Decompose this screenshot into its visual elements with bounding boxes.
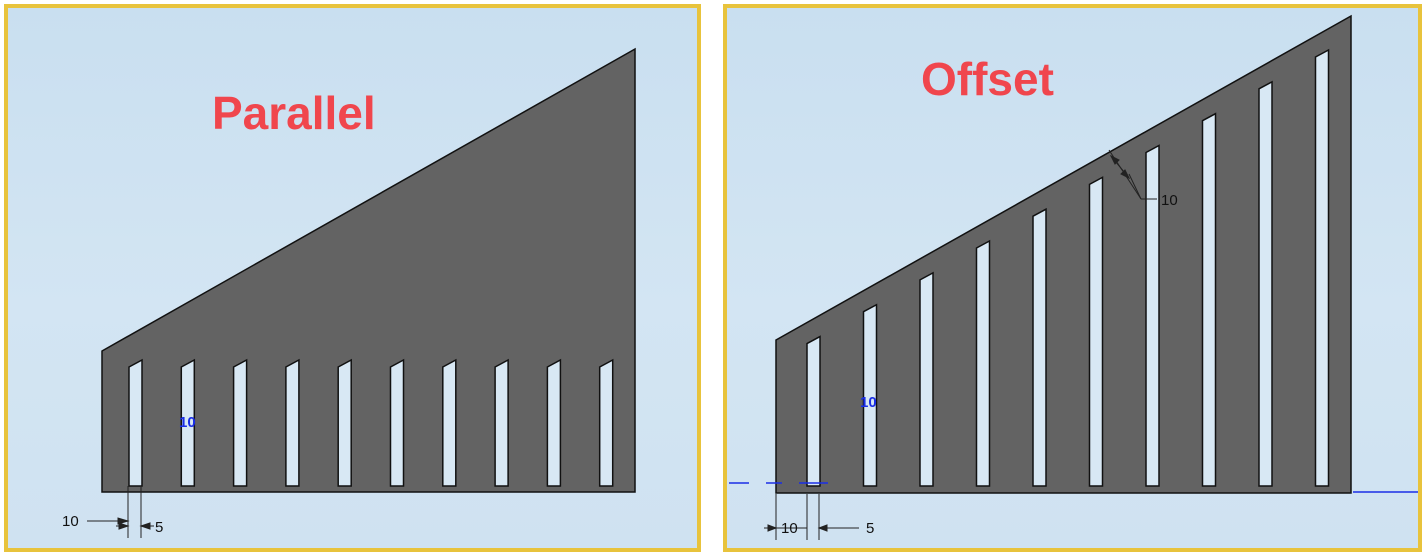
- slot: [975, 239, 991, 487]
- offset-panel: Offset 10 10 10: [723, 4, 1422, 552]
- width-dimension: [87, 486, 154, 538]
- slot: [1258, 80, 1273, 487]
- slot: [1314, 48, 1330, 487]
- slot: [494, 358, 509, 487]
- panel-title: Offset: [921, 53, 1054, 105]
- slot: [546, 358, 562, 487]
- offset-dimension-label: 10: [1161, 192, 1178, 209]
- sketch-dimension-label: 10: [860, 394, 877, 411]
- slot: [1088, 176, 1104, 487]
- offset-dimension: [1108, 149, 1157, 200]
- slot-width-label: 10: [781, 520, 798, 537]
- parallel-panel: Parallel 10 10 5: [4, 4, 701, 552]
- slot: [232, 358, 248, 487]
- slot-width-label: 10: [62, 513, 79, 530]
- slot: [180, 358, 196, 487]
- slot-group: [806, 48, 1330, 487]
- width-dimension: [764, 494, 859, 540]
- slot: [389, 358, 405, 487]
- slot: [1145, 144, 1160, 487]
- slot-group: [128, 358, 614, 487]
- slot: [1201, 112, 1217, 487]
- panel-title: Parallel: [212, 87, 376, 139]
- slot: [806, 335, 821, 487]
- slot: [862, 303, 878, 487]
- slot: [128, 358, 143, 487]
- parallel-drawing: 10 10 5: [62, 47, 636, 538]
- slot: [919, 271, 934, 487]
- spacing-label: 5: [155, 519, 163, 536]
- slot: [598, 358, 614, 487]
- slot: [285, 358, 300, 487]
- sketch-dimension-label: 10: [179, 414, 196, 431]
- offset-drawing: 10 10 10 5: [729, 14, 1418, 540]
- spacing-label: 5: [866, 520, 874, 537]
- slot: [442, 358, 457, 487]
- sketch-dimension: 10: [179, 414, 196, 431]
- slot: [1032, 207, 1047, 487]
- slot: [337, 358, 352, 487]
- sketch-lines: [729, 482, 1418, 493]
